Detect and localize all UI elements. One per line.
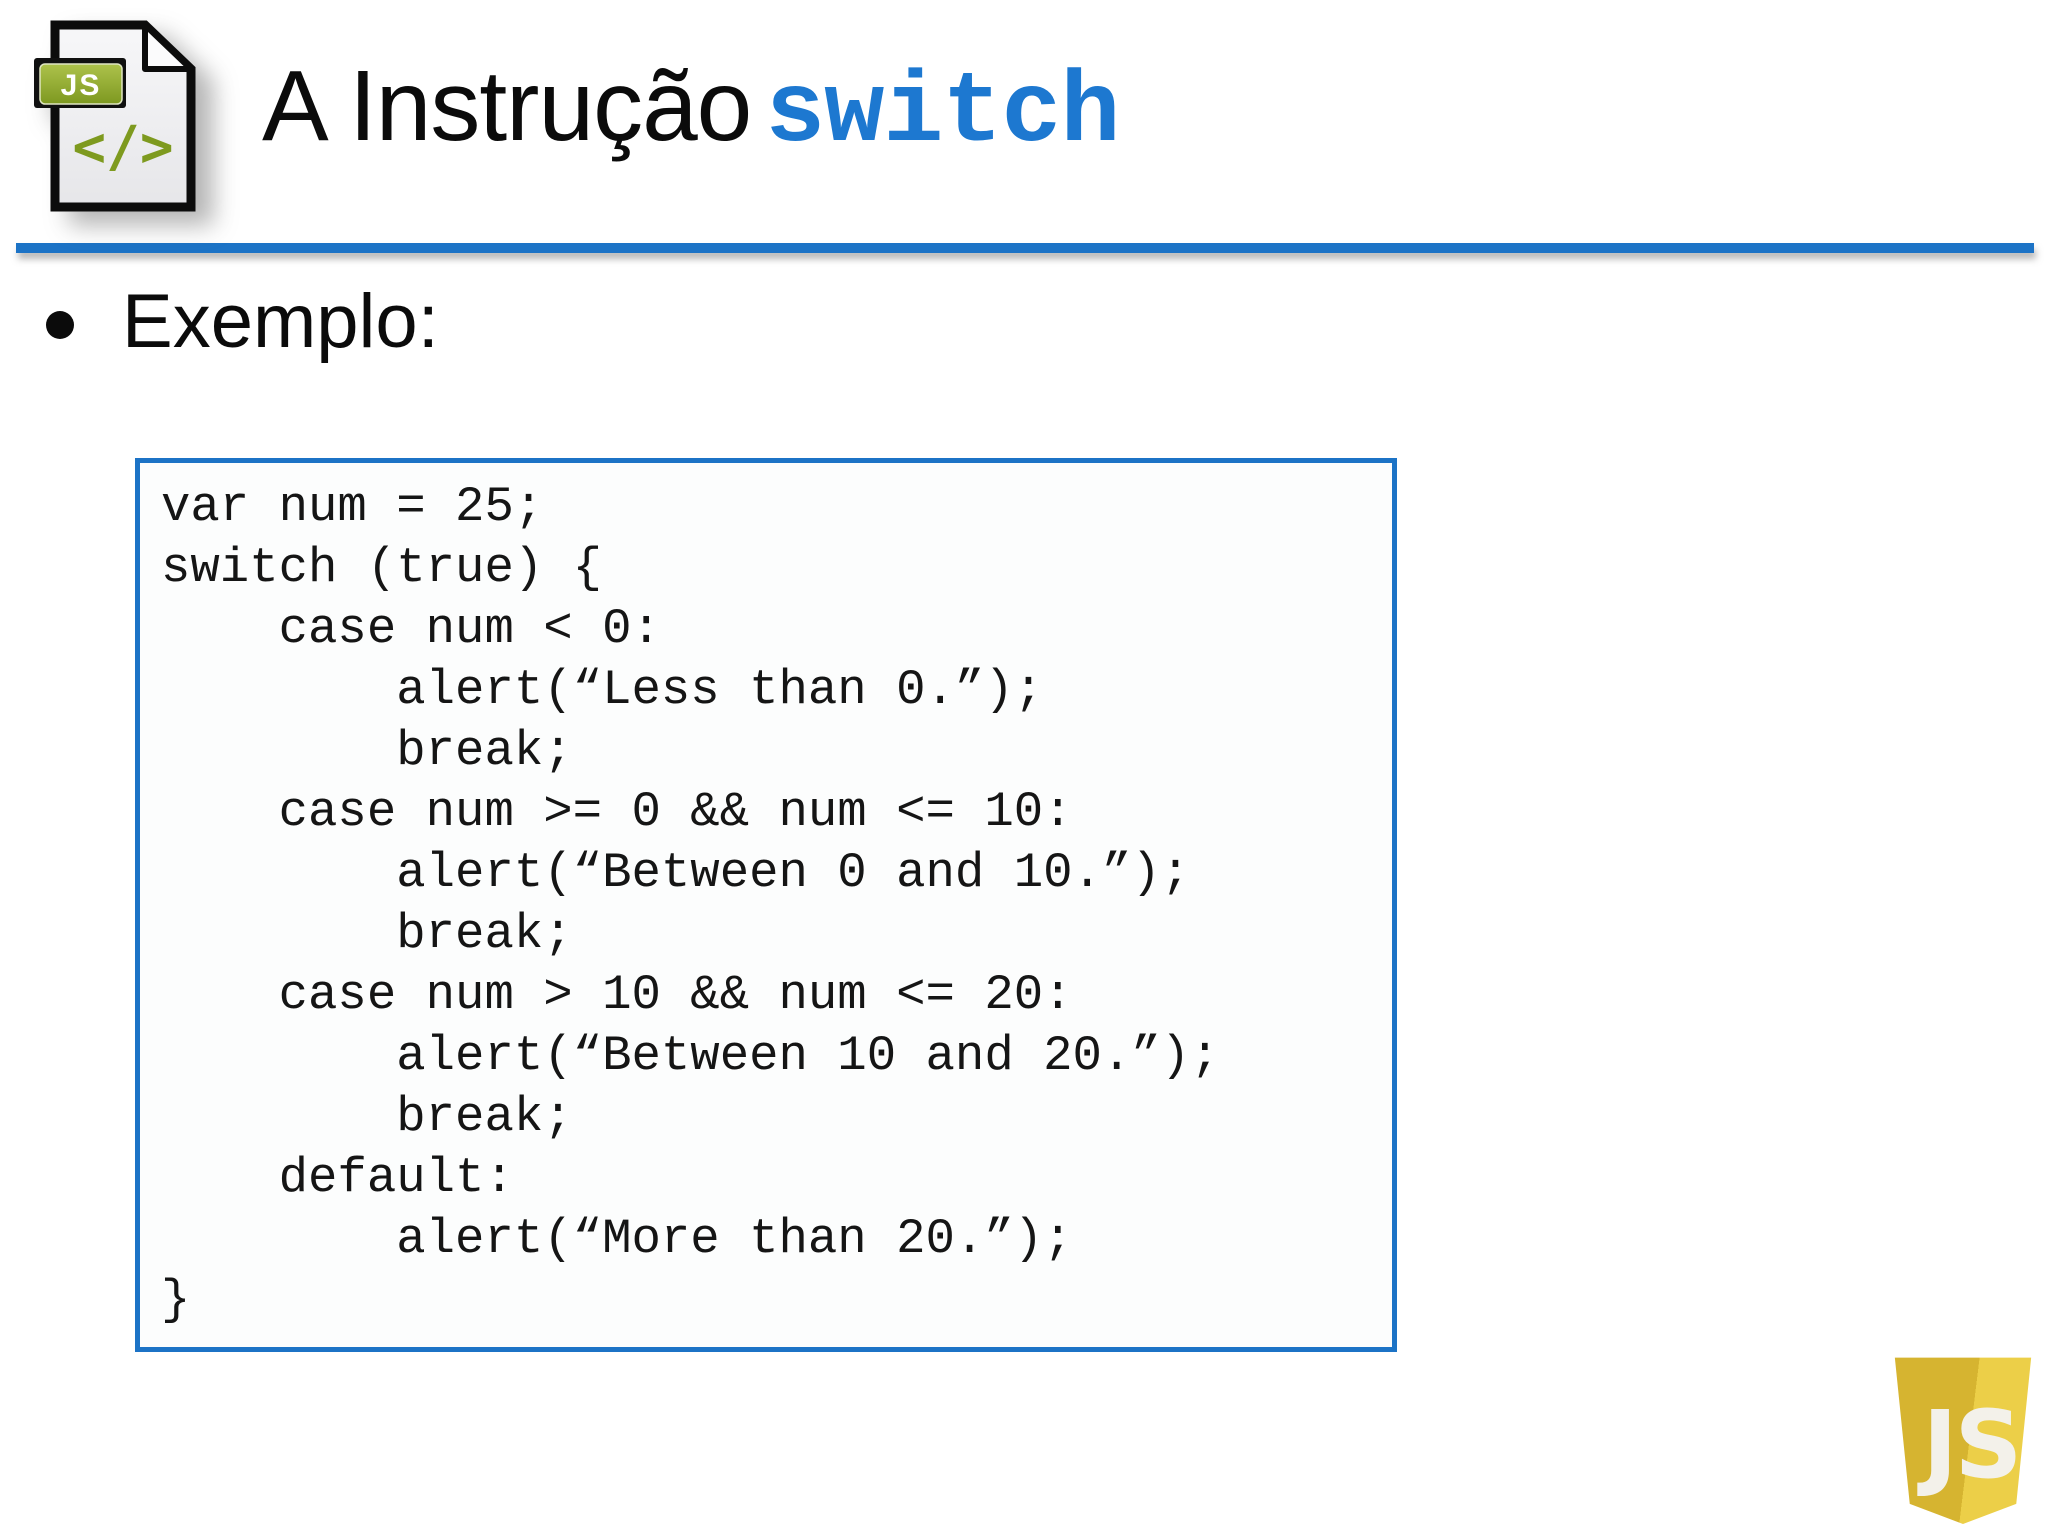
- js-badge-icon: JS: [34, 58, 126, 108]
- title-divider: [16, 243, 2034, 253]
- code-tag-icon: </>: [72, 115, 173, 180]
- js-file-icon: JS </>: [34, 20, 196, 212]
- javascript-shield-logo: JS: [1894, 1357, 2032, 1524]
- js-badge-label: JS: [61, 69, 102, 102]
- title-keyword: switch: [765, 58, 1120, 171]
- folded-corner-icon: [142, 22, 194, 72]
- code-example-box: var num = 25; switch (true) { case num <…: [135, 458, 1397, 1352]
- bullet-label: Exemplo:: [122, 279, 439, 364]
- title-prefix: A Instrução: [262, 50, 752, 162]
- bullet-dot: [46, 311, 74, 339]
- shield-label: JS: [1922, 1390, 2023, 1500]
